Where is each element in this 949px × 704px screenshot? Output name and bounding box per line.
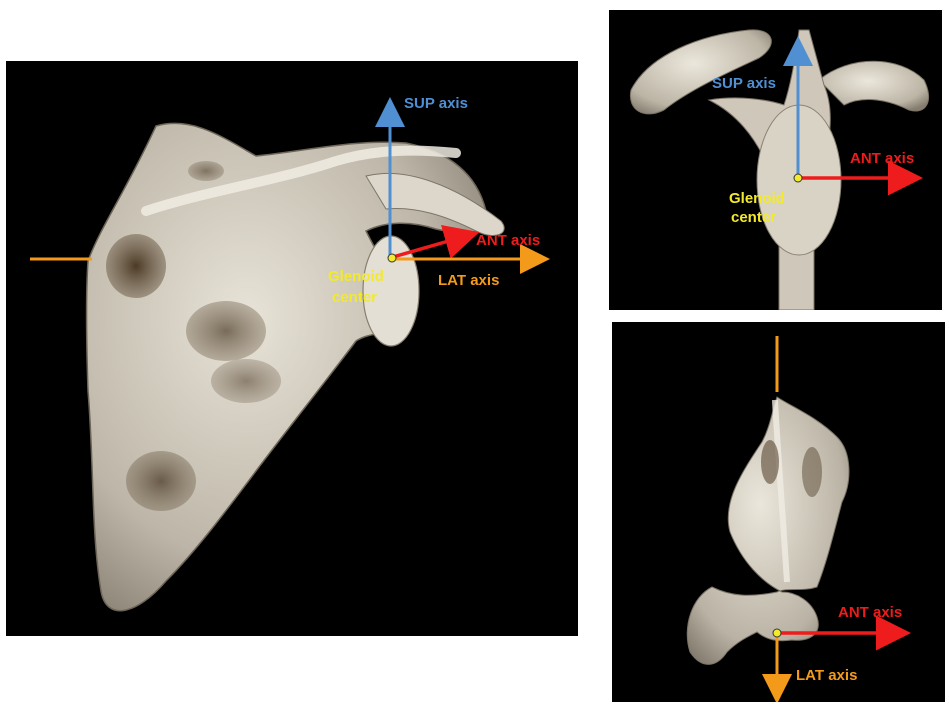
scapula-main-view: SUP axis ANT axis LAT axis Glenoid cente…	[6, 61, 578, 636]
fossa-patch	[761, 440, 779, 484]
glenoid-center-label-line1: Glenoid	[729, 190, 785, 207]
glenoid-center-point	[773, 629, 781, 637]
scapula-body	[687, 397, 849, 664]
scapula-main-graphic: SUP axis ANT axis LAT axis Glenoid cente…	[6, 61, 578, 636]
coracoid	[819, 61, 929, 111]
fossa-patch	[126, 451, 196, 511]
glenoid-center-point	[794, 174, 802, 182]
lat-axis-label: LAT axis	[438, 272, 499, 289]
sup-axis-label: SUP axis	[404, 95, 468, 112]
glenoid-center-label-line2: center	[332, 289, 377, 306]
sup-axis-label: SUP axis	[712, 75, 776, 92]
fossa-patch	[106, 234, 166, 298]
scapula-superior-graphic: ANT axis LAT axis	[612, 322, 945, 702]
glenoid-center-point	[388, 254, 396, 262]
scapula-lateral-view: SUP axis ANT axis Glenoid center	[609, 10, 942, 310]
lat-axis-label: LAT axis	[796, 667, 857, 684]
ant-axis-label: ANT axis	[850, 150, 914, 167]
glenoid-center-label-line1: Glenoid	[328, 268, 384, 285]
fossa-patch	[186, 301, 266, 361]
ant-axis-label: ANT axis	[476, 232, 540, 249]
scapula-superior-view: ANT axis LAT axis	[612, 322, 945, 702]
fossa-patch	[802, 447, 822, 497]
glenoid-center-label-line2: center	[731, 209, 776, 226]
fossa-patch	[188, 161, 224, 181]
ant-axis-label: ANT axis	[838, 604, 902, 621]
fossa-patch	[211, 359, 281, 403]
scapula-lateral-graphic: SUP axis ANT axis Glenoid center	[609, 10, 942, 310]
